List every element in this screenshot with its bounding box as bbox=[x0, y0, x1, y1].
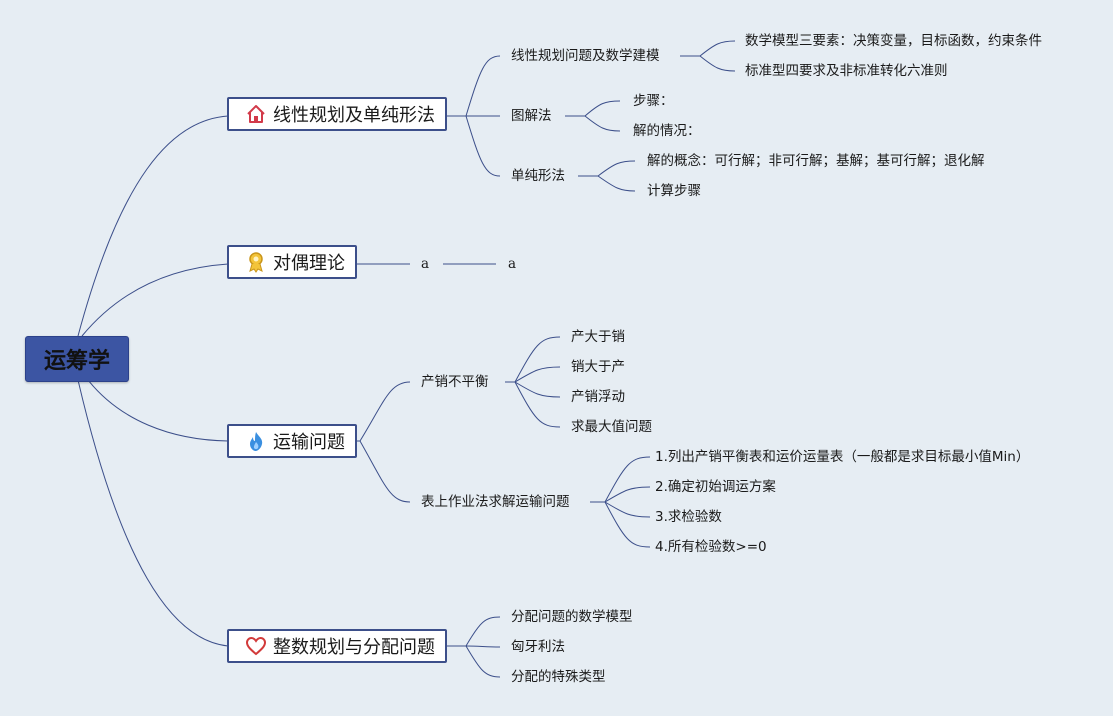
connector-b2c1-l0 bbox=[604, 456, 651, 503]
topic-table-method[interactable]: 表上作业法求解运输问题 bbox=[421, 494, 570, 510]
connector-b3-c1 bbox=[465, 645, 501, 648]
connector-b0c2-l0 bbox=[597, 160, 636, 177]
topic-simplex-method[interactable]: 单纯形法 bbox=[511, 168, 565, 184]
root-node[interactable]: 运筹学 bbox=[25, 336, 129, 382]
leaf-floating[interactable]: 产销浮动 bbox=[571, 389, 625, 405]
branch-label: 线性规划及单纯形法 bbox=[273, 105, 435, 126]
connector-b0c2-l1 bbox=[597, 175, 636, 192]
connector-root-b2 bbox=[87, 379, 229, 442]
house-icon bbox=[245, 103, 267, 125]
connector-b2-c0 bbox=[359, 381, 411, 442]
connector-root-b3 bbox=[77, 379, 229, 647]
leaf-model-elements[interactable]: 数学模型三要素：决策变量，目标函数，约束条件 bbox=[745, 33, 1042, 49]
connector-b0c1-l0 bbox=[584, 100, 621, 117]
topic-special-assignment[interactable]: 分配的特殊类型 bbox=[511, 669, 606, 685]
leaf-step-3[interactable]: 3.求检验数 bbox=[655, 509, 722, 525]
branch-transportation[interactable]: 运输问题 bbox=[227, 424, 357, 458]
connector-b2c1-l3 bbox=[604, 501, 651, 548]
leaf-step-2[interactable]: 2.确定初始调运方案 bbox=[655, 479, 776, 495]
branch-integer-programming[interactable]: 整数规划与分配问题 bbox=[227, 629, 447, 663]
leaf-solution-cases[interactable]: 解的情况： bbox=[633, 123, 701, 139]
leaf-demand-exceeds[interactable]: 销大于产 bbox=[571, 359, 625, 375]
topic-unbalanced[interactable]: 产销不平衡 bbox=[421, 374, 489, 390]
topic-a[interactable]: a bbox=[421, 256, 430, 272]
topic-assignment-model[interactable]: 分配问题的数学模型 bbox=[511, 609, 633, 625]
connector-b2c0-l2 bbox=[514, 381, 561, 398]
leaf-step-4[interactable]: 4.所有检验数>=0 bbox=[655, 539, 767, 555]
branch-label: 对偶理论 bbox=[273, 253, 345, 274]
connector-b2c1-l2 bbox=[604, 501, 651, 518]
connector-b2c1-l1 bbox=[604, 486, 651, 503]
leaf-supply-exceeds[interactable]: 产大于销 bbox=[571, 329, 625, 345]
branch-label: 整数规划与分配问题 bbox=[273, 637, 435, 658]
connector-b0c0-l0 bbox=[699, 40, 736, 57]
branch-label: 运输问题 bbox=[273, 432, 345, 453]
connector-b0-c2 bbox=[465, 115, 501, 177]
leaf-max-problem[interactable]: 求最大值问题 bbox=[571, 419, 652, 435]
connector-b2c0-l0 bbox=[514, 336, 561, 383]
connector-b0c0-l1 bbox=[699, 55, 736, 72]
leaf-a[interactable]: a bbox=[508, 256, 517, 272]
topic-hungarian-method[interactable]: 匈牙利法 bbox=[511, 639, 565, 655]
connector-b3-c2 bbox=[465, 645, 501, 678]
heart-icon bbox=[245, 635, 267, 657]
award-ribbon-icon bbox=[245, 251, 267, 273]
connector-root-b1 bbox=[81, 263, 229, 337]
branch-linear-programming[interactable]: 线性规划及单纯形法 bbox=[227, 97, 447, 131]
connector-b2-c1 bbox=[359, 440, 411, 503]
branch-duality-theory[interactable]: 对偶理论 bbox=[227, 245, 357, 279]
topic-graphical-method[interactable]: 图解法 bbox=[511, 108, 552, 124]
connector-root-b0 bbox=[77, 115, 229, 337]
leaf-standard-form[interactable]: 标准型四要求及非标准转化六准则 bbox=[745, 63, 948, 79]
connector-b2c0-l1 bbox=[514, 366, 561, 383]
leaf-steps[interactable]: 步骤： bbox=[633, 93, 674, 109]
flame-icon bbox=[245, 430, 267, 452]
connector-b2c0-l3 bbox=[514, 381, 561, 428]
leaf-solution-concepts[interactable]: 解的概念：可行解；非可行解；基解；基可行解；退化解 bbox=[647, 153, 985, 169]
connector-b0c1-l1 bbox=[584, 115, 621, 132]
root-label: 运筹学 bbox=[43, 349, 110, 374]
leaf-calc-steps[interactable]: 计算步骤 bbox=[647, 183, 701, 199]
topic-lp-modeling[interactable]: 线性规划问题及数学建模 bbox=[511, 48, 660, 64]
connector-b3-c0 bbox=[465, 616, 501, 647]
connector-b0-c0 bbox=[465, 55, 501, 117]
leaf-step-1[interactable]: 1.列出产销平衡表和运价运量表（一般都是求目标最小值Min） bbox=[655, 449, 1030, 465]
